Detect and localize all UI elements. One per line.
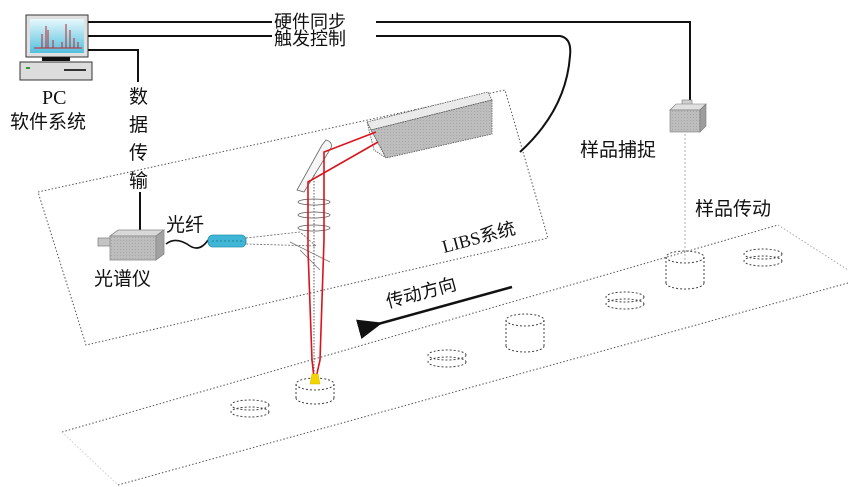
- optical-fiber: [165, 239, 209, 249]
- transport-direction-label: 传动方向: [384, 274, 459, 313]
- camera-sensor-icon: [669, 99, 707, 133]
- transport-direction-arrow: [356, 285, 513, 339]
- sample-7: [743, 248, 783, 267]
- fiber-collimator-icon: [207, 234, 247, 248]
- pc-software-label: 软件系统: [10, 111, 86, 133]
- sample-capture-label: 样品捕捉: [580, 139, 656, 161]
- data-transfer-cable: [88, 49, 141, 232]
- trigger-control-label: 触发控制: [274, 29, 346, 50]
- computer-icon: [19, 14, 93, 81]
- sample-3: [427, 349, 467, 368]
- trigger-control-cable: [88, 35, 572, 153]
- libs-system-label: LIBS系统: [440, 218, 518, 257]
- spectrometer-label: 光谱仪: [94, 268, 151, 290]
- libs-system-boundary: [37, 89, 549, 346]
- data-transfer-char-4: 输: [129, 170, 148, 192]
- sample-5: [605, 291, 645, 310]
- sample-1: [230, 399, 270, 418]
- laser-beam: [307, 131, 379, 379]
- sample-4: [505, 313, 545, 353]
- hardware-sync-cable: [88, 21, 691, 100]
- sample-6-capture: [665, 250, 705, 290]
- laser-head-icon: [366, 91, 493, 159]
- mirror-icon: [296, 139, 332, 193]
- collection-cone: [245, 231, 318, 247]
- data-transfer-char-1: 数: [129, 86, 148, 108]
- plasma-spot: [309, 373, 321, 385]
- conveyor-belt-icon: [61, 224, 849, 486]
- sample-2-target: [295, 377, 335, 405]
- data-transfer-char-2: 据: [129, 114, 148, 136]
- hardware-sync-label: 硬件同步: [274, 12, 346, 33]
- data-transfer-char-3: 传: [129, 142, 148, 164]
- spectrometer-box-icon: [97, 229, 166, 261]
- pc-label: PC: [42, 87, 66, 109]
- sample-transport-label: 样品传动: [695, 198, 771, 220]
- fiber-label: 光纤: [166, 214, 204, 236]
